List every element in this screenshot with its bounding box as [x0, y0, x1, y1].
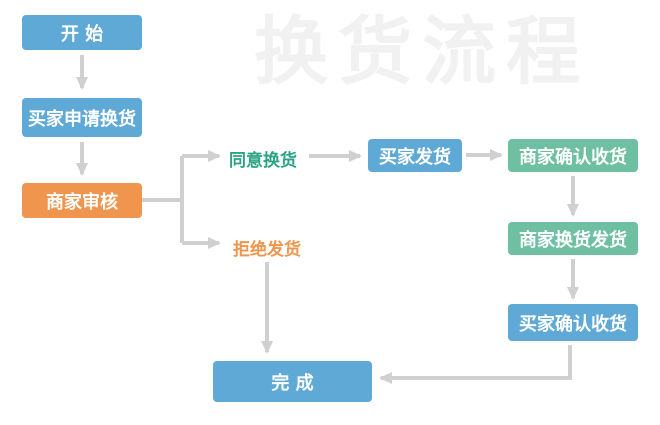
node-buyer-apply-exchange: 买家申请换货	[22, 98, 142, 137]
arrow-buyer-confirm-to-done	[379, 345, 572, 384]
node-merchant-exchange-ship: 商家换货发货	[508, 222, 638, 255]
branch-label-agree-exchange: 同意换货	[229, 151, 297, 171]
node-done: 完 成	[213, 361, 372, 402]
node-merchant-confirm-receipt: 商家确认收货	[508, 139, 638, 172]
node-start: 开 始	[22, 15, 142, 50]
node-merchant-review: 商家审核	[22, 183, 142, 218]
node-buyer-ship: 买家发货	[368, 139, 462, 172]
node-buyer-confirm-receipt: 买家确认收货	[508, 304, 638, 341]
watermark-title: 换货流程	[254, 9, 590, 95]
branch-label-refuse-ship: 拒绝发货	[233, 240, 301, 260]
